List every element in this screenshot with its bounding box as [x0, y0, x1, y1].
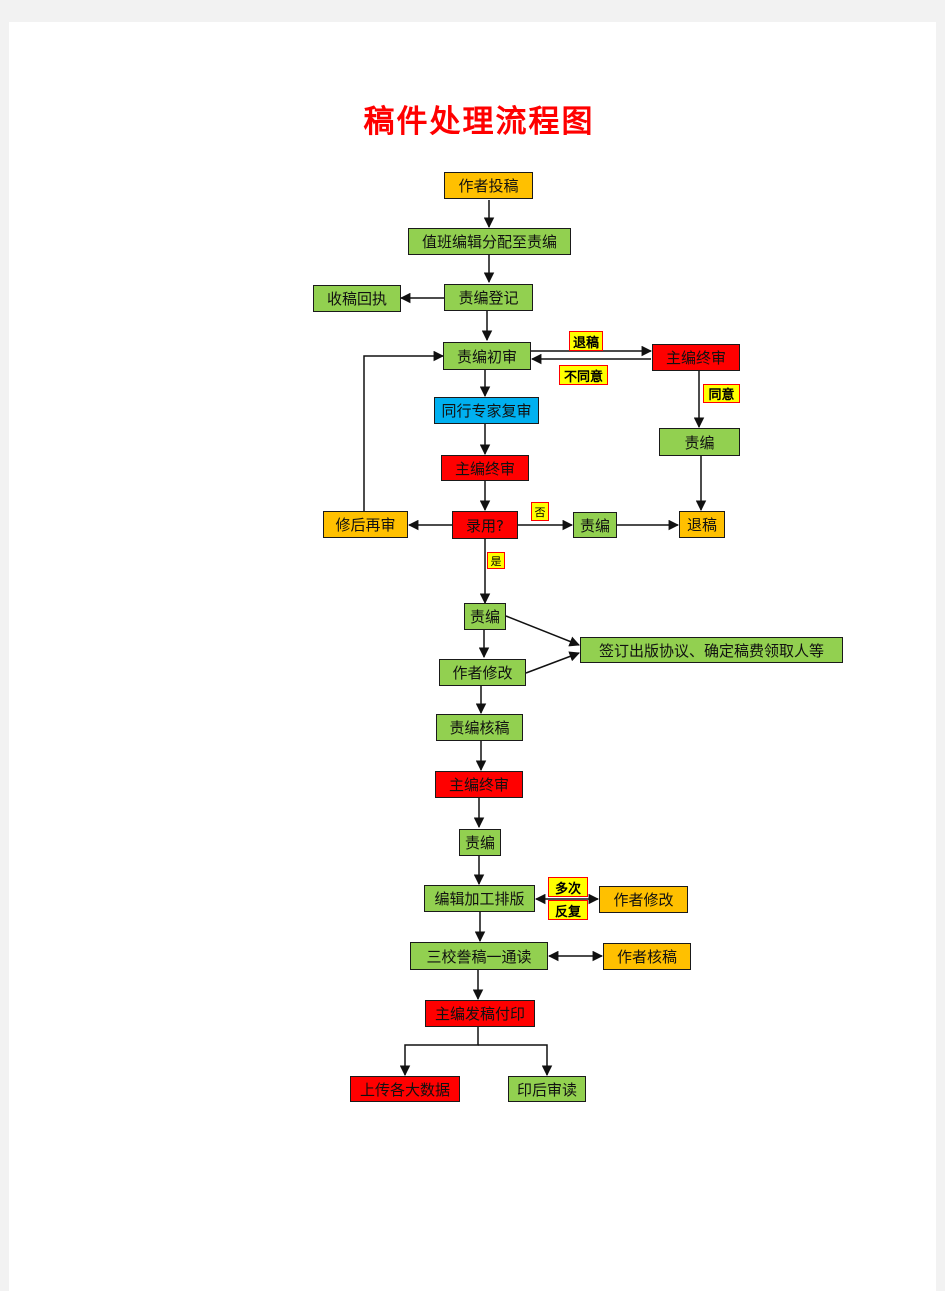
chief-final-review-2-node: 主编终审 [435, 771, 523, 798]
author-check-node: 作者核稿 [603, 943, 691, 970]
reject-return-node: 退稿 [679, 511, 725, 538]
editor-right-node: 责编 [659, 428, 740, 456]
page-title: 稿件处理流程图 [363, 104, 595, 140]
sign-agreement-node: 签订出版协议、确定稿费领取人等 [580, 637, 843, 663]
proofread-node: 三校誊稿一通读 [410, 942, 548, 970]
edit-typeset-node: 编辑加工排版 [424, 885, 535, 912]
receipt-node: 收稿回执 [313, 285, 401, 312]
accept-decision-node: 录用? [452, 511, 518, 539]
yes-label: 是 [487, 552, 505, 569]
chief-print-node: 主编发稿付印 [425, 1000, 535, 1027]
author-revise-2-node: 作者修改 [599, 886, 688, 913]
reject-label: 退稿 [569, 331, 603, 351]
multiple-label: 多次 [548, 877, 588, 897]
editor-reject-path-node: 责编 [573, 512, 617, 538]
upload-databases-node: 上传各大数据 [350, 1076, 460, 1102]
duty-editor-assign-node: 值班编辑分配至责编 [408, 228, 571, 255]
repeat-label: 反复 [548, 900, 588, 920]
editor-after-final-node: 责编 [459, 829, 501, 856]
peer-expert-review-node: 同行专家复审 [434, 397, 539, 424]
editor-after-accept-node: 责编 [464, 603, 506, 630]
agree-label: 同意 [703, 384, 740, 403]
no-label: 否 [531, 502, 549, 521]
editor-check-manuscript-node: 责编核稿 [436, 714, 523, 741]
editor-initial-review-node: 责编初审 [443, 342, 531, 370]
author-submit-node: 作者投稿 [444, 172, 533, 199]
chief-final-review-node: 主编终审 [441, 455, 529, 481]
revise-resubmit-node: 修后再审 [323, 511, 408, 538]
editor-register-node: 责编登记 [444, 284, 533, 311]
author-revise-node: 作者修改 [439, 659, 526, 686]
chief-final-review-right-node: 主编终审 [652, 344, 740, 371]
disagree-label: 不同意 [559, 365, 608, 385]
post-print-review-node: 印后审读 [508, 1076, 586, 1102]
